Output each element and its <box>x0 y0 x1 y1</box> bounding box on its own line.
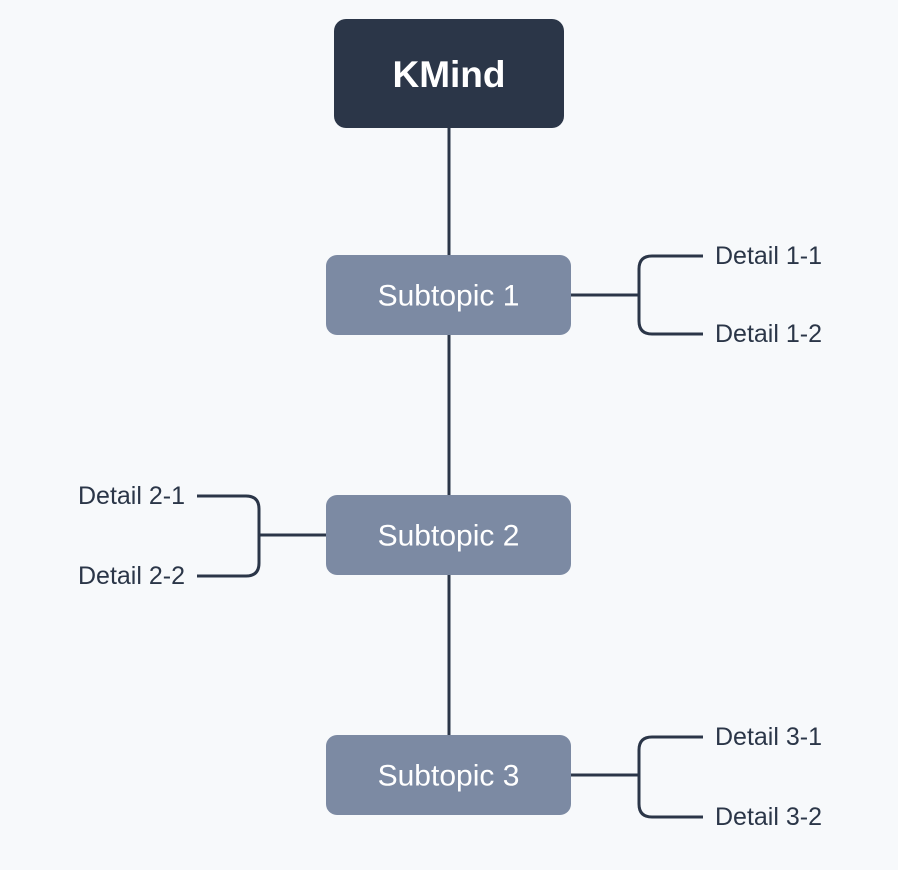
leaf-label[interactable]: Detail 3-1 <box>715 723 822 751</box>
leaf-connector-edge <box>197 494 261 510</box>
subtopic-node[interactable]: Subtopic 2 <box>326 495 571 575</box>
subtopic-node[interactable]: Subtopic 3 <box>326 735 571 815</box>
root-node-label: KMind <box>392 54 505 95</box>
subtopic-node-label: Subtopic 1 <box>378 280 520 313</box>
leaf-connector-edge <box>197 562 261 578</box>
leaf-label[interactable]: Detail 1-2 <box>715 320 822 348</box>
leaf-label[interactable]: Detail 2-1 <box>78 482 185 510</box>
subtopic-node-shape[interactable] <box>326 735 571 815</box>
edge-layer <box>197 128 703 819</box>
root-node-shape[interactable] <box>334 19 564 128</box>
leaf-label[interactable]: Detail 2-2 <box>78 562 185 590</box>
leaf-connector-edge <box>637 803 703 819</box>
subtopic-node[interactable]: Subtopic 1 <box>326 255 571 335</box>
root-node[interactable]: KMind <box>334 19 564 128</box>
subtopic-node-label: Subtopic 3 <box>378 760 520 793</box>
subtopic-node-shape[interactable] <box>326 255 571 335</box>
subtopic-node-label: Subtopic 2 <box>378 520 520 553</box>
leaf-label[interactable]: Detail 3-2 <box>715 803 822 831</box>
leaf-label[interactable]: Detail 1-1 <box>715 242 822 270</box>
leaf-connector-edge <box>637 254 703 270</box>
node-layer: Subtopic 1 Subtopic 2 Subtopic 3 KMind <box>326 19 571 815</box>
subtopic-node-shape[interactable] <box>326 495 571 575</box>
leaf-connector-edge <box>637 320 703 336</box>
leaf-connector-edge <box>637 735 703 751</box>
